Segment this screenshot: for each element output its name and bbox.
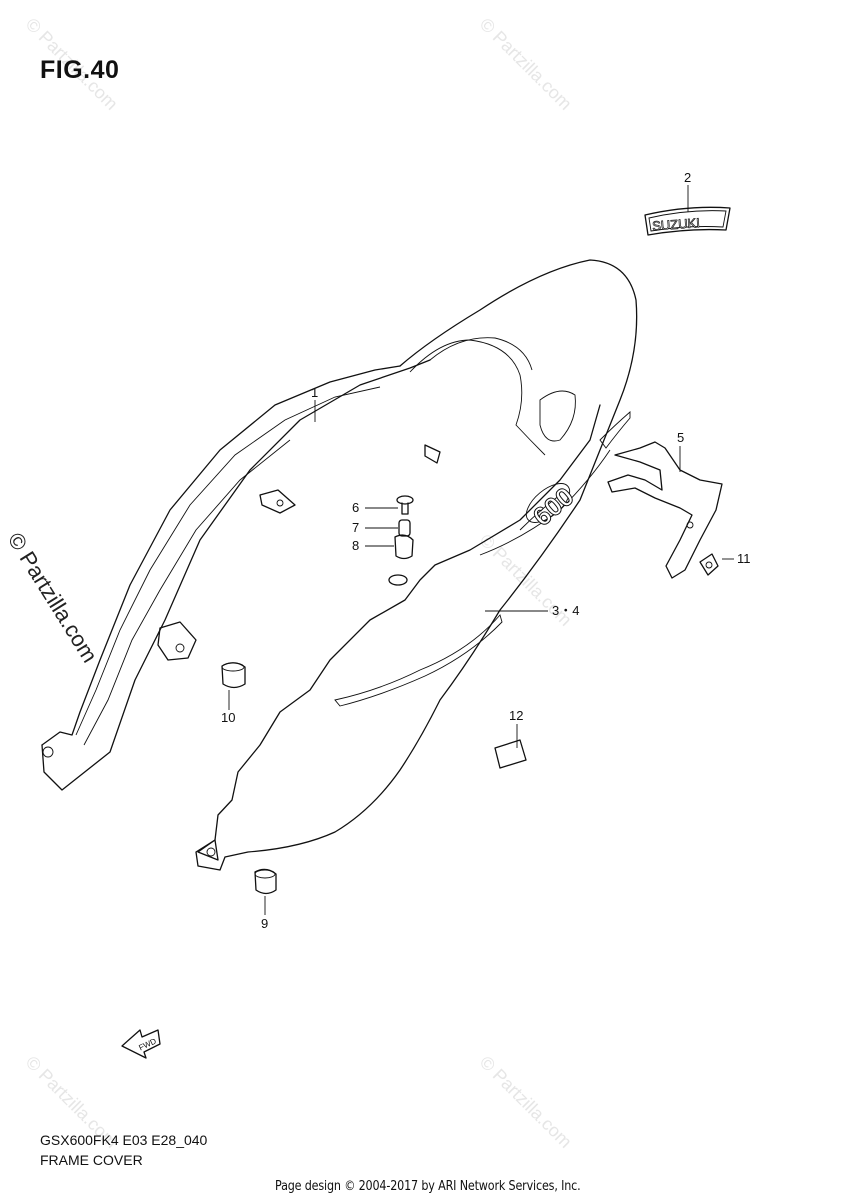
figure-title: FIG.40 [40, 56, 120, 84]
emblem-text: SUZUKI [652, 215, 701, 233]
callout-10: 10 [221, 710, 236, 725]
part-5-bracket [607, 441, 723, 579]
part-3-4-tail-cover: 600 [195, 259, 638, 871]
callout-11: 11 [737, 551, 751, 566]
callout-7: 7 [352, 520, 360, 535]
callout-12: 12 [509, 708, 524, 723]
callout-8: 8 [352, 538, 360, 553]
part-10-cushion [221, 662, 246, 689]
callout-3-4: 3・4 [552, 603, 580, 618]
part-2-emblem: SUZUKI [644, 206, 731, 236]
fwd-arrow-icon: FWD [121, 1029, 161, 1059]
part-11-clip [699, 553, 719, 576]
part-8-seat-grommet-hole [388, 574, 408, 586]
part-1-inner-cover [41, 359, 441, 791]
part-7-collar [398, 519, 411, 537]
part-6-screw [396, 495, 414, 515]
side-decal-text: 600 [527, 481, 580, 532]
callout-1: 1 [311, 385, 319, 400]
model-code: GSX600FK4 E03 E28_040 [40, 1132, 208, 1148]
page-credit: Page design © 2004-2017 by ARI Network S… [275, 1179, 581, 1194]
leader-lines [228, 185, 734, 915]
part-9-cushion [254, 868, 277, 895]
callout-2: 2 [684, 170, 692, 185]
callout-6: 6 [352, 500, 360, 515]
section-name: FRAME COVER [40, 1152, 143, 1168]
callout-9: 9 [261, 916, 269, 931]
part-8-grommet [394, 534, 414, 560]
part-12-pad [494, 739, 527, 769]
callout-5: 5 [677, 430, 685, 445]
